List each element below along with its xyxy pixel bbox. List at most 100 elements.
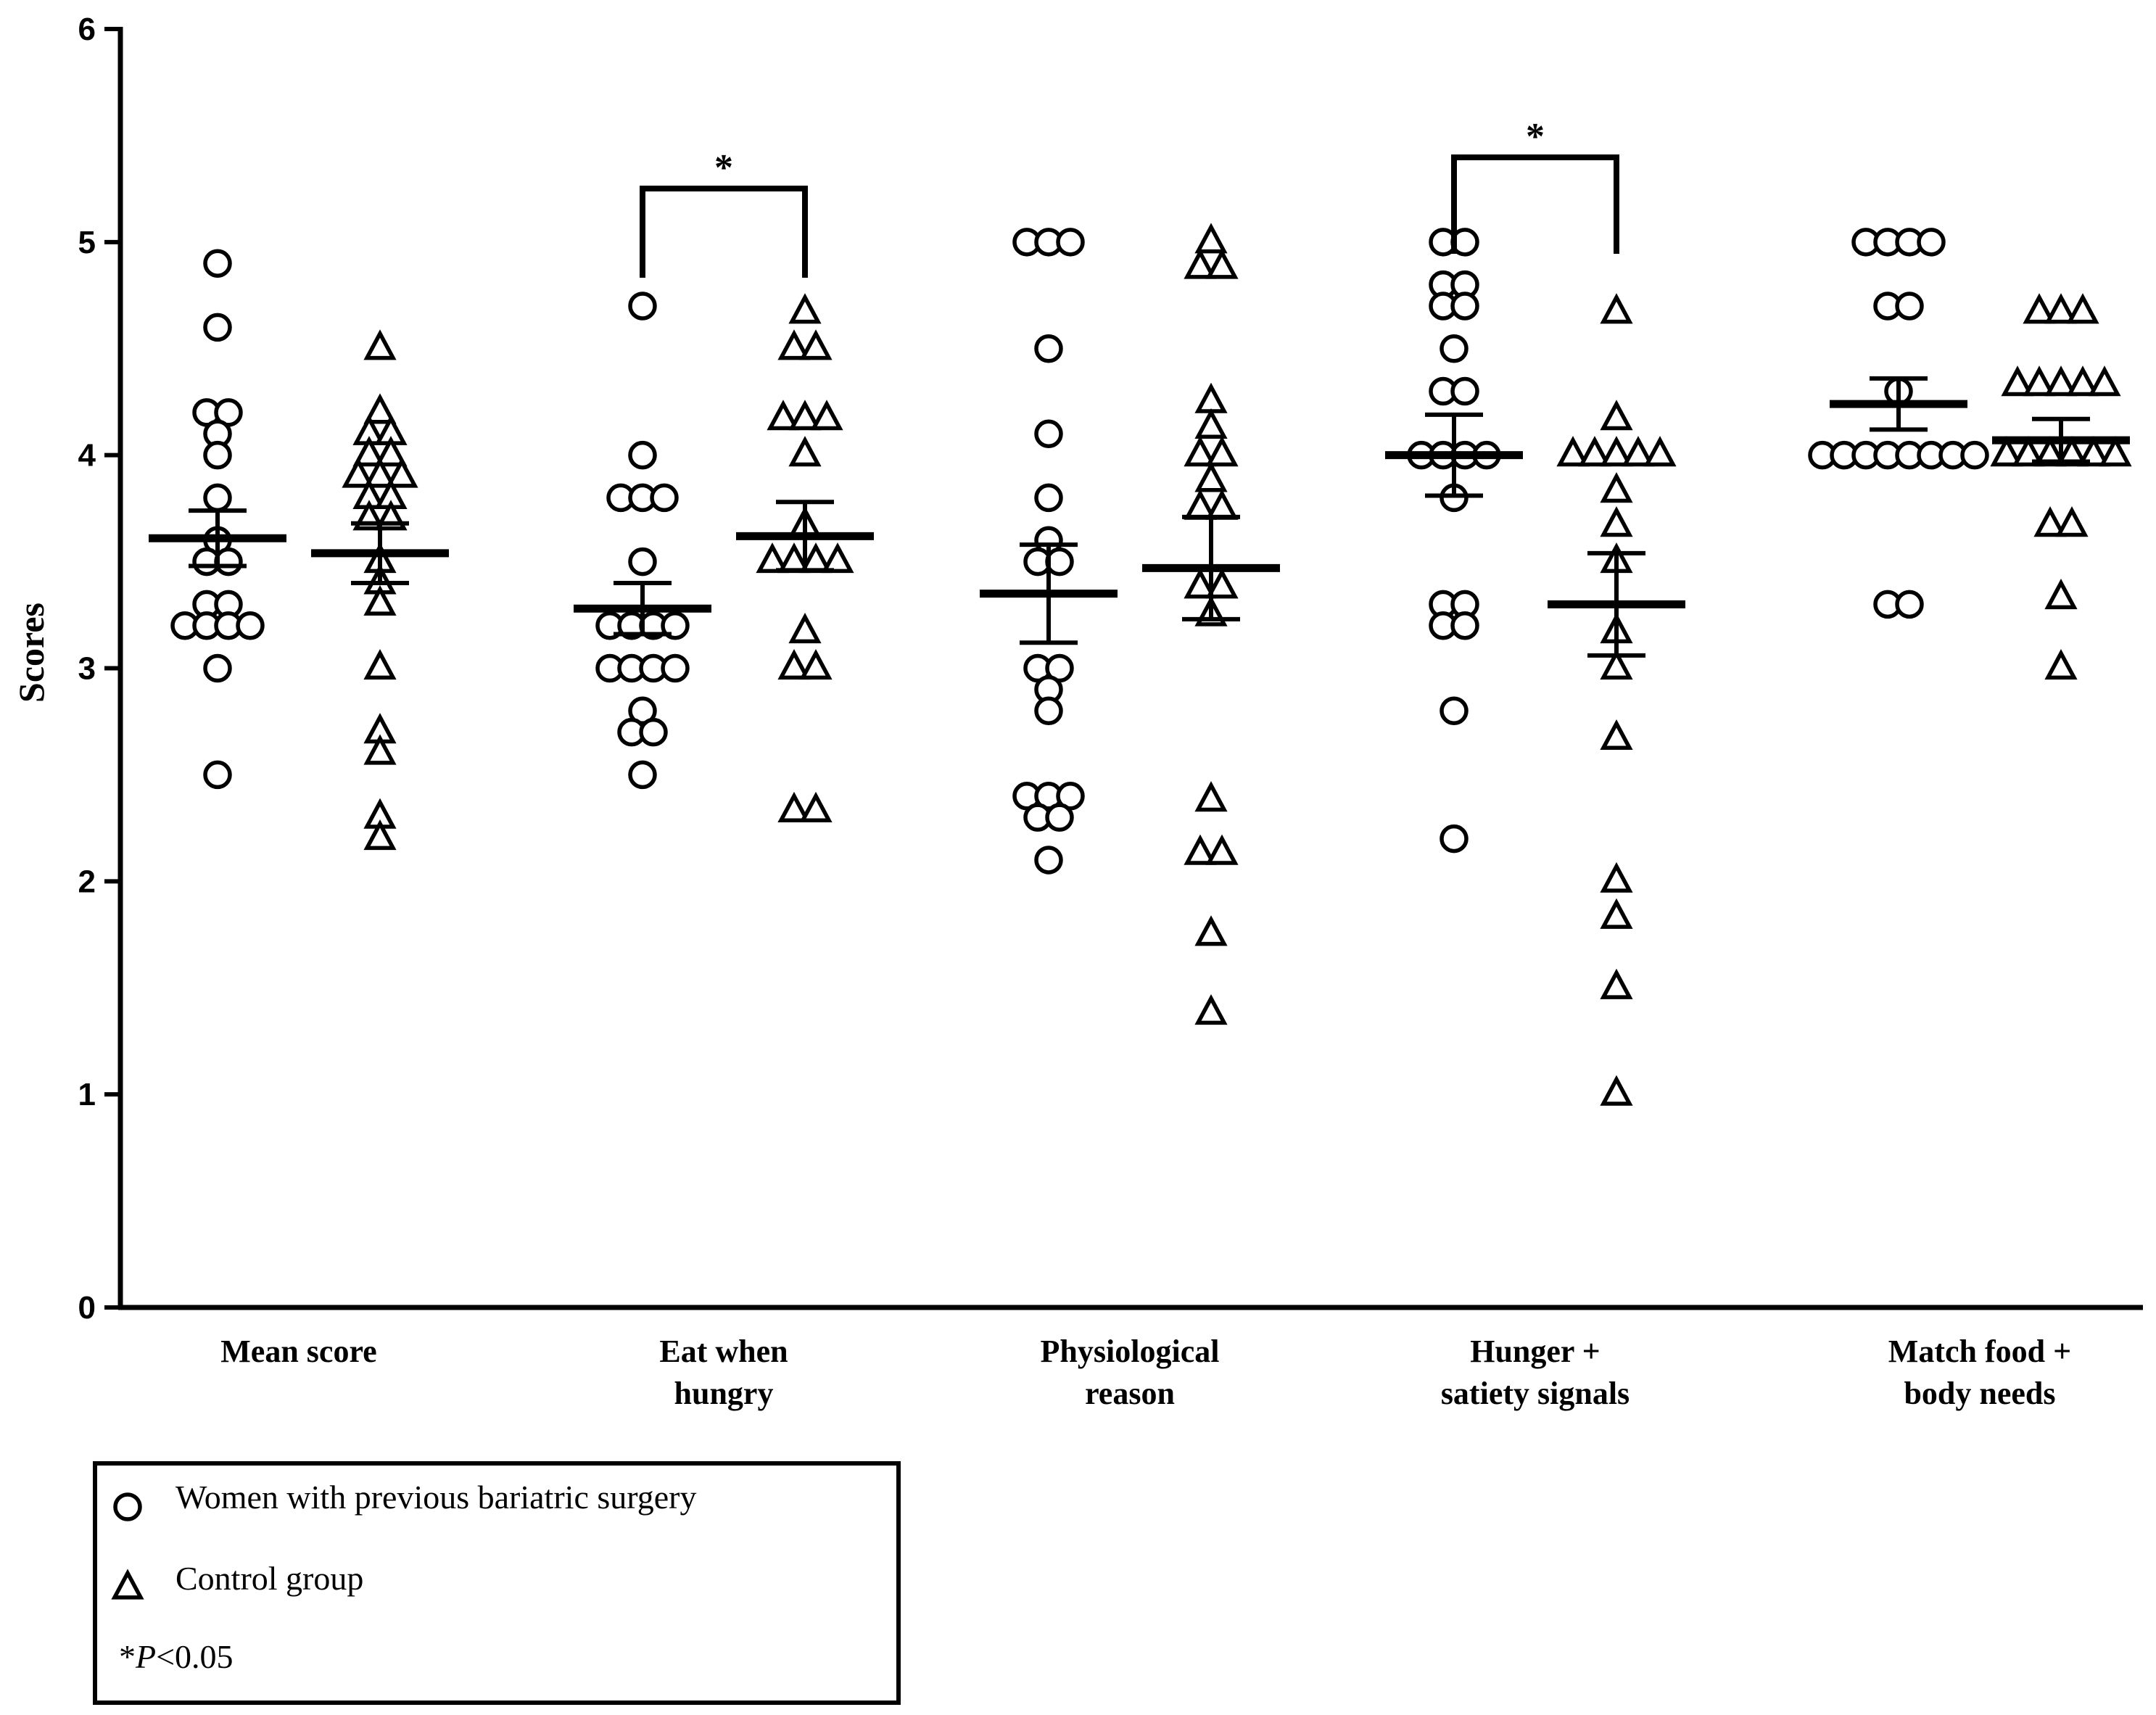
triangle-data-point (1184, 436, 1217, 467)
triangle-data-point (788, 400, 822, 431)
circle-data-point (1895, 292, 1924, 321)
triangle-data-point (756, 542, 789, 574)
triangle-data-point (385, 457, 418, 488)
significance-note: *P<0.05 (119, 1638, 234, 1675)
significance-bracket (1451, 154, 1619, 254)
category-label: Mean score (220, 1334, 376, 1369)
category-label-line: Match food + (1888, 1334, 2071, 1369)
circle-data-point (1440, 696, 1469, 726)
category-label: Hunger +satiety signals (1441, 1334, 1630, 1411)
legend-item-control: Control group (175, 1560, 363, 1597)
legend-circle-icon (113, 1492, 142, 1521)
triangle-data-point (1578, 436, 1611, 467)
triangle-data-point (363, 329, 397, 360)
triangle-data-point (363, 648, 397, 680)
triangle-data-point (777, 648, 811, 680)
circle-data-point (203, 440, 232, 470)
triangle-data-point (821, 542, 854, 574)
circle-data-point (1034, 419, 1063, 449)
circle-data-point (1056, 228, 1085, 257)
triangle-data-point (810, 400, 843, 431)
triangle-data-point (1600, 968, 1633, 999)
triangle-data-point (777, 791, 811, 822)
triangle-data-point (799, 329, 833, 360)
triangle-data-point (2066, 365, 2099, 397)
triangle-data-point (1600, 1075, 1633, 1106)
circle-data-point (1450, 376, 1479, 406)
circle-data-point (1917, 228, 1946, 257)
triangle-data-point (1184, 248, 1217, 279)
legend: Women with previous bariatric surgery Co… (93, 1461, 901, 1705)
triangle-data-point (1194, 408, 1228, 439)
category-label: Match food + body needs (1888, 1334, 2071, 1411)
category-label-line: Mean score (220, 1334, 376, 1369)
circle-data-point (203, 653, 232, 683)
triangle-data-point (1194, 781, 1228, 812)
circle-data-point (1450, 611, 1479, 640)
triangle-data-point (1600, 293, 1633, 324)
triangle-data-point (788, 613, 822, 644)
circle-data-point (1960, 440, 1989, 470)
triangle-data-point (1194, 223, 1228, 254)
triangle-data-point (777, 329, 811, 360)
triangle-data-point (1194, 993, 1228, 1025)
circle-data-point (1034, 334, 1063, 363)
circle-data-point (1034, 483, 1063, 513)
circle-data-point (203, 313, 232, 342)
triangle-data-point (1600, 400, 1633, 431)
circle-data-point (1045, 803, 1074, 832)
triangle-data-point (1205, 248, 1239, 279)
y-tick-label: 2 (78, 864, 96, 899)
triangle-data-point (1600, 861, 1633, 893)
triangle-data-point (363, 584, 397, 616)
circle-data-point (1034, 696, 1063, 726)
significance-note-threshold: <0.05 (156, 1638, 233, 1675)
triangle-data-point (1205, 834, 1239, 865)
triangle-data-point (1600, 898, 1633, 929)
triangle-data-point (363, 393, 397, 424)
triangle-data-point (2044, 365, 2078, 397)
circle-data-point (1045, 547, 1074, 577)
category-label-line: body needs (1904, 1376, 2055, 1411)
y-tick-label: 5 (78, 225, 96, 260)
significance-note-star: * (119, 1638, 136, 1675)
significance-brackets: ** (640, 116, 1619, 278)
triangle-data-point (352, 436, 386, 467)
circle-data-point (628, 440, 657, 470)
circle-data-point (628, 292, 657, 321)
triangle-data-point (799, 791, 833, 822)
category-label-line: Hunger + (1470, 1334, 1601, 1369)
y-tick-label: 0 (78, 1290, 96, 1326)
triangle-data-point (363, 457, 397, 488)
triangle-data-point (2044, 579, 2078, 610)
triangle-data-point (1205, 568, 1239, 599)
triangle-data-point (1600, 506, 1633, 537)
triangle-data-point (1622, 436, 1655, 467)
circle-data-point (1440, 334, 1469, 363)
triangle-data-point (363, 734, 397, 765)
triangle-data-point (1600, 436, 1633, 467)
circle-data-point (203, 760, 232, 790)
significance-bracket (640, 186, 808, 278)
circle-data-point (650, 483, 679, 513)
triangle-data-point (2033, 506, 2067, 537)
triangle-data-point (2088, 365, 2121, 397)
mean-sem-bars (149, 376, 2130, 658)
triangle-data-point (2055, 506, 2089, 537)
triangle-data-point (363, 819, 397, 851)
legend-item-women: Women with previous bariatric surgery (175, 1479, 696, 1516)
legend-circle-marker (113, 1492, 142, 1521)
triangle-data-point (1194, 915, 1228, 946)
triangle-data-point (1600, 719, 1633, 751)
triangle-data-point (374, 436, 408, 467)
triangle-data-point (799, 648, 833, 680)
circle-data-point (203, 249, 232, 278)
y-tick-label: 3 (78, 651, 96, 687)
triangle-data-point (788, 293, 822, 324)
triangle-data-point (788, 436, 822, 467)
circle-data-point (1034, 846, 1063, 875)
